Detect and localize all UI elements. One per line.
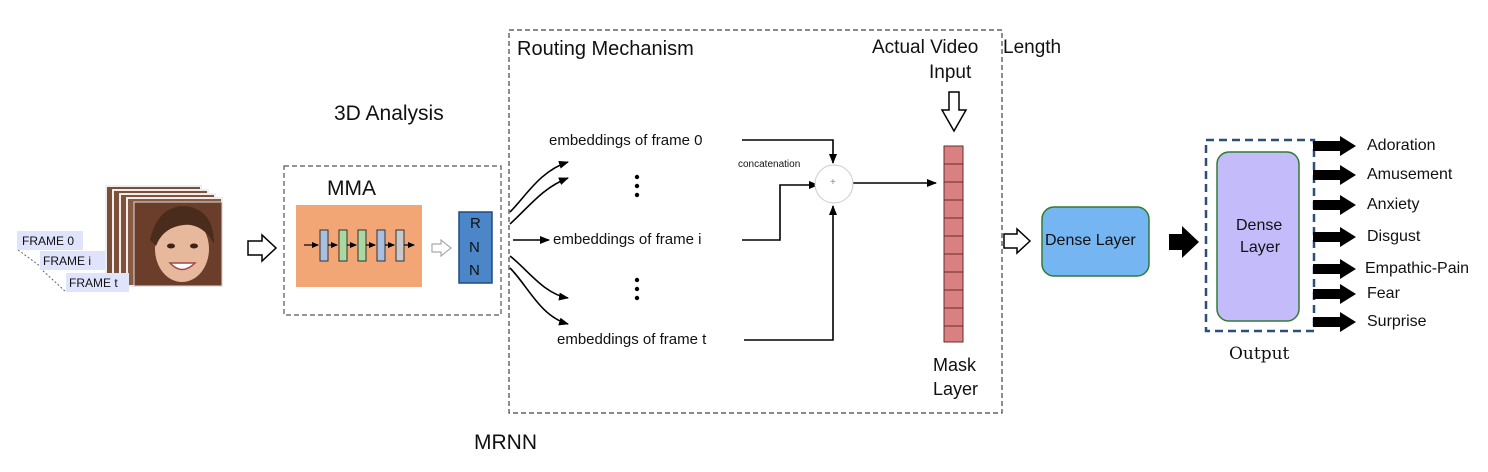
mma-chain <box>304 229 415 262</box>
output-dense-line1: Dense <box>1236 217 1283 234</box>
output-dashed-box <box>1204 138 1316 333</box>
mma-label: MMA <box>327 177 376 200</box>
hollow-arrow-icon <box>1003 227 1032 255</box>
down-arrow-icon <box>940 91 968 133</box>
mask-layer-column <box>943 145 964 343</box>
embedding-label: embeddings of frame i <box>553 231 702 248</box>
rnn-block <box>458 211 493 284</box>
emotion-label: Disgust <box>1367 228 1421 245</box>
embedding-label: embeddings of frame t <box>557 331 707 348</box>
frame-tag <box>17 231 83 250</box>
video-length-word: Length <box>1003 37 1062 58</box>
concat-circle <box>814 164 854 204</box>
fanout-arrows <box>509 160 569 326</box>
small-arrow-icon <box>431 238 452 258</box>
frame-tag <box>66 273 129 292</box>
routing-dashed-box <box>508 29 1003 414</box>
output-title: Output <box>1229 344 1290 364</box>
concat-label: concatenation <box>738 159 801 170</box>
emotion-label: Adoration <box>1367 137 1436 154</box>
emotion-label: Empathic-Pain <box>1365 260 1470 277</box>
mask-label-line1: Mask <box>933 355 977 375</box>
dense-layer-label: Dense Layer <box>1045 232 1136 249</box>
mrnn-label: MRNN <box>474 431 537 454</box>
frame-label: FRAME t <box>69 276 118 290</box>
concat-symbol: + <box>830 177 836 188</box>
output-dense-line2: Layer <box>1240 239 1281 256</box>
analysis-dashed-box <box>283 165 502 316</box>
analysis-title: 3D Analysis <box>334 102 444 125</box>
rnn-letter: R <box>470 215 481 232</box>
concat-arrows <box>742 139 937 341</box>
face-image <box>133 201 223 287</box>
frame-label: FRAME 0 <box>22 234 75 248</box>
emotion-label: Amusement <box>1367 166 1453 183</box>
output-dense-box <box>1216 151 1300 322</box>
video-length-line2: Input <box>929 62 972 83</box>
embedding-label: embeddings of frame 0 <box>549 132 703 149</box>
mask-label-line2: Layer <box>933 379 979 399</box>
emotion-label: Fear <box>1367 285 1400 302</box>
rnn-letter: N <box>469 262 480 279</box>
dense-layer-box <box>1041 206 1150 277</box>
emotion-arrows <box>1313 136 1356 332</box>
frame-label: FRAME i <box>43 254 91 268</box>
emotion-label: Surprise <box>1367 313 1427 330</box>
video-length-line1: Actual Video <box>872 37 979 58</box>
ellipsis-dots <box>634 174 640 301</box>
rnn-letter: N <box>469 239 480 256</box>
hollow-arrow-icon <box>247 233 278 263</box>
routing-title: Routing Mechanism <box>517 38 694 60</box>
emotion-label: Anxiety <box>1367 196 1420 213</box>
frame-tag <box>40 251 105 270</box>
solid-arrow-icon <box>1169 226 1199 258</box>
face-stack <box>105 185 223 287</box>
